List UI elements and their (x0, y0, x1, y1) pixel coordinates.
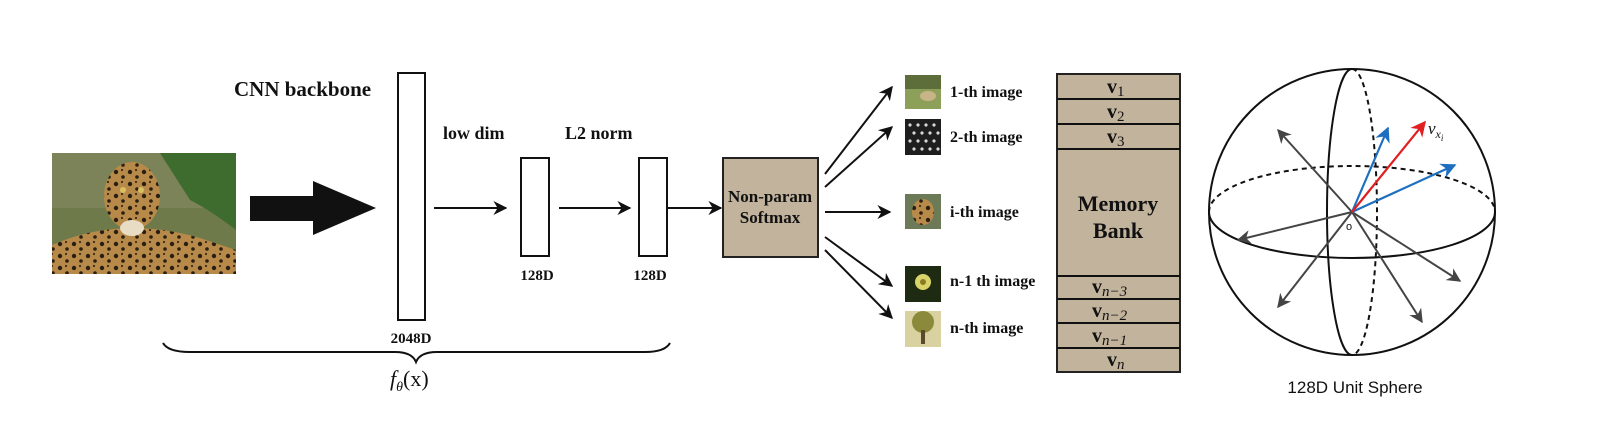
dim-128-label-2: 128D (633, 268, 667, 284)
feature-128d-box (520, 157, 550, 257)
memory-vn-2: vn−2 (1092, 300, 1128, 324)
memory-vn: vn (1107, 349, 1125, 373)
unit-sphere (1208, 68, 1496, 356)
l2-norm-label: L2 norm (565, 123, 633, 143)
image-label-n: n-th image (950, 320, 1023, 337)
thumb-1 (905, 75, 941, 109)
sphere-origin-label: o (1346, 221, 1352, 233)
dim-128-label-1: 128D (520, 268, 554, 284)
thumb-2 (905, 119, 941, 155)
image-label-n-1: n-1 th image (950, 273, 1035, 290)
memory-vn-3: vn−3 (1092, 276, 1127, 300)
image-label-2: 2-th image (950, 129, 1022, 146)
low-dim-label: low dim (443, 123, 505, 143)
dim-2048-label: 2048D (391, 331, 432, 347)
memory-bank (1056, 73, 1181, 373)
big-arrow-icon (250, 181, 376, 235)
brace (162, 342, 671, 365)
softmax-output-arrows (824, 85, 894, 319)
feature-2048d-box (397, 72, 426, 321)
cnn-backbone-label: CNN backbone (234, 77, 371, 101)
thumb-n-1 (905, 266, 941, 302)
memory-bank-label-line1: Memory (1078, 191, 1159, 216)
sphere-caption: 128D Unit Sphere (1287, 378, 1422, 397)
softmax-box (722, 157, 819, 258)
memory-vn-1: vn−1 (1092, 325, 1127, 349)
softmax-label-line1: Non-param (728, 187, 812, 206)
sphere-vectors (1236, 120, 1462, 324)
thumb-i (905, 194, 941, 229)
memory-v1: v1 (1107, 76, 1125, 100)
memory-v2: v2 (1107, 101, 1125, 125)
normalized-128d-box (638, 157, 668, 257)
softmax-label-line2: Softmax (740, 208, 801, 227)
image-label-i: i-th image (950, 204, 1019, 221)
vx-label: vxi (1428, 119, 1444, 143)
memory-bank-label-line2: Bank (1093, 218, 1144, 243)
f-theta-label: fθ(x) (390, 366, 429, 395)
memory-v3: v3 (1107, 126, 1125, 150)
leopard-input-image (52, 153, 236, 274)
thumb-n (905, 311, 941, 347)
image-label-1: 1-th image (950, 84, 1022, 101)
